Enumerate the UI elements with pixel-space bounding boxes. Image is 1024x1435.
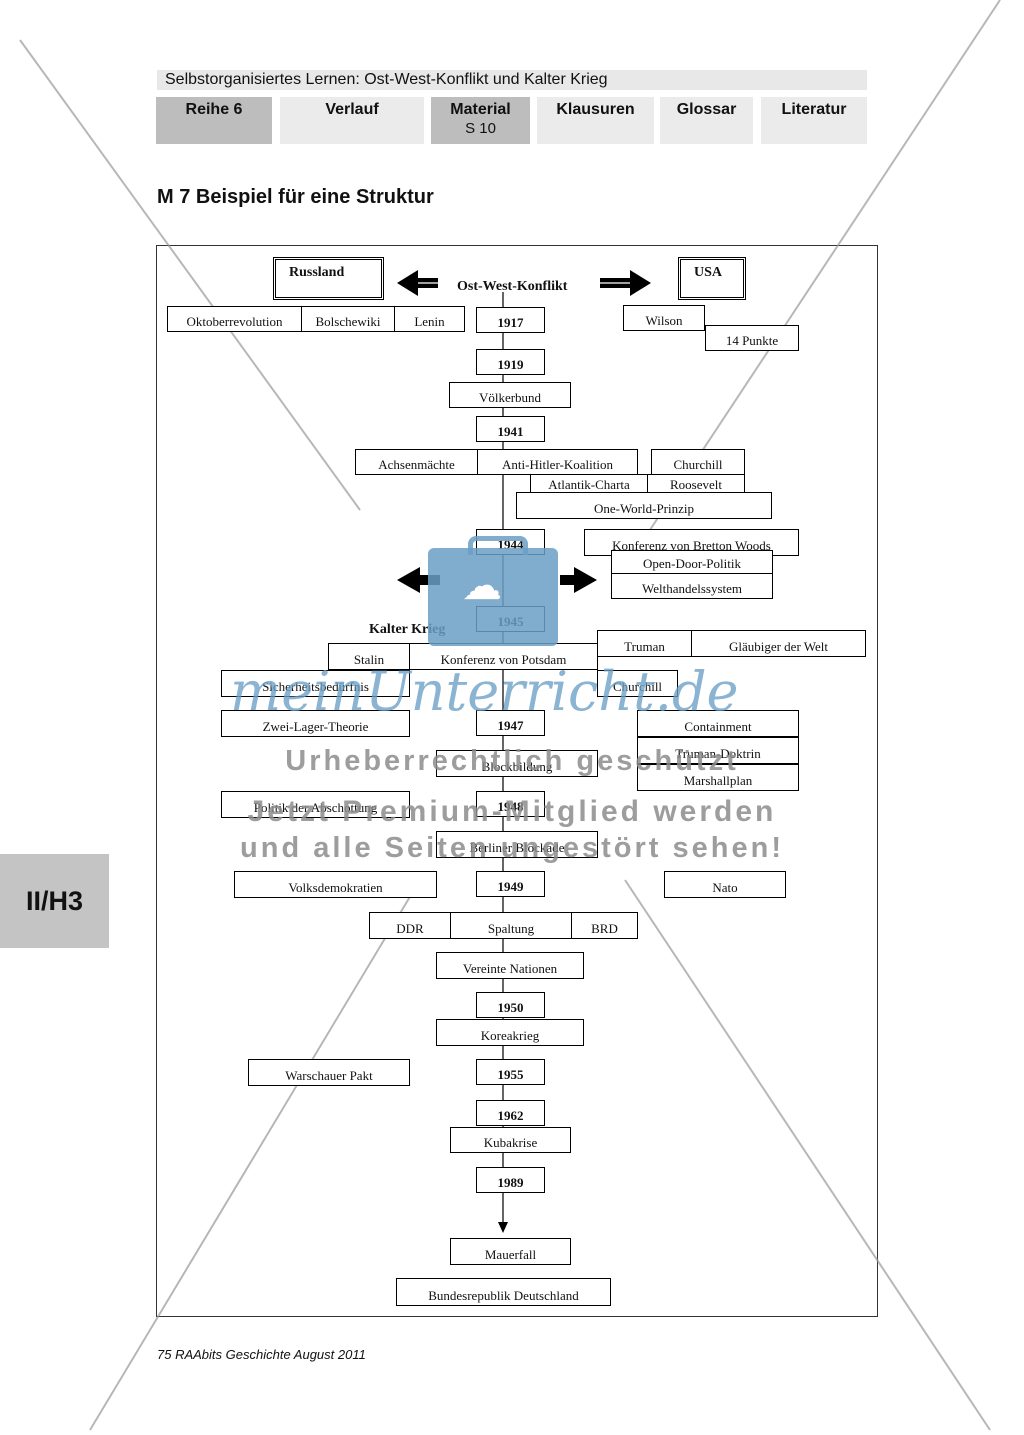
box-spaltung: Spaltung <box>450 912 572 939</box>
box-churchill-2: Churchill <box>597 670 678 697</box>
tab-literatur-label: Literatur <box>781 101 847 118</box>
box-zwei-lager-theorie: Zwei-Lager-Theorie <box>221 710 410 737</box>
box-usa: USA <box>678 257 746 300</box>
watermark-line-3: und alle Seiten ungestört sehen! <box>240 832 784 864</box>
box-year-1989: 1989 <box>476 1167 545 1193</box>
box-year-1941: 1941 <box>476 416 545 442</box>
diagram-frame <box>156 245 878 1317</box>
box-year-1955: 1955 <box>476 1059 545 1085</box>
section-tag: II/H3 <box>0 854 109 948</box>
box-stalin: Stalin <box>328 643 410 670</box>
box-roosevelt: Roosevelt <box>647 474 745 495</box>
box-lenin: Lenin <box>394 306 465 332</box>
box-achsenmaechte: Achsenmächte <box>355 449 478 475</box>
box-one-world-prinzip: One-World-Prinzip <box>516 492 772 519</box>
tab-verlauf[interactable]: Verlauf <box>280 97 424 144</box>
tab-reihe[interactable]: Reihe 6 <box>156 97 272 144</box>
box-politik-abschottung: Politik der Abschottung <box>221 791 410 818</box>
box-open-door-politik: Open-Door-Politik <box>611 550 773 574</box>
box-blockbildung: Blockbildung <box>436 750 598 777</box>
tab-klausuren[interactable]: Klausuren <box>537 97 654 144</box>
box-ddr: DDR <box>369 912 451 939</box>
box-wilson: Wilson <box>623 305 705 331</box>
box-russland: Russland <box>273 257 384 300</box>
watermark-brand: meinUnterricht.de <box>230 660 739 723</box>
tab-glossar-label: Glossar <box>676 101 737 118</box>
box-year-1948: 1948 <box>476 791 545 817</box>
watermark-cloud-icon: ☁ <box>462 564 502 608</box>
label-ost-west-konflikt: Ost-West-Konflikt <box>457 279 568 294</box>
box-year-1950: 1950 <box>476 992 545 1018</box>
box-truman: Truman <box>597 630 692 657</box>
box-vereinte-nationen: Vereinte Nationen <box>436 952 584 979</box>
tab-glossar[interactable]: Glossar <box>660 97 753 144</box>
label-kalter-krieg: Kalter Krieg <box>369 622 446 637</box>
box-atlantik-charta: Atlantik-Charta <box>530 474 648 495</box>
box-bolschewiki: Bolschewiki <box>301 306 395 332</box>
box-year-1947: 1947 <box>476 710 545 736</box>
tab-reihe-label: Reihe 6 <box>185 101 243 118</box>
box-year-1917: 1917 <box>476 307 545 333</box>
tab-material[interactable]: Material S 10 <box>431 97 530 144</box>
box-sicherheitsbeduerfnis: Sicherheitsbedürfnis <box>221 670 410 697</box>
box-containment: Containment <box>637 710 799 737</box>
watermark-line-1: Urheberrechtlich geschützt <box>285 745 739 777</box>
box-volksdemokratien: Volksdemokratien <box>234 871 437 898</box>
tab-material-page: S 10 <box>465 120 496 137</box>
box-brd: BRD <box>571 912 638 939</box>
tab-verlauf-label: Verlauf <box>325 101 379 118</box>
box-kubakrise: Kubakrise <box>450 1127 571 1153</box>
header-title: Selbstorganisiertes Lernen: Ost-West-Kon… <box>157 70 867 90</box>
watermark-briefcase-handle <box>468 536 528 555</box>
box-year-1962: 1962 <box>476 1100 545 1126</box>
box-welthandelssystem: Welthandelssystem <box>611 573 773 599</box>
box-anti-hitler-koalition: Anti-Hitler-Koalition <box>477 449 638 475</box>
tab-klausuren-label: Klausuren <box>556 101 635 118</box>
box-berliner-blockade: Berliner Blockade <box>436 831 598 858</box>
box-year-1919: 1919 <box>476 349 545 375</box>
tab-literatur[interactable]: Literatur <box>761 97 867 144</box>
box-koreakrieg: Koreakrieg <box>436 1019 584 1046</box>
box-mauerfall: Mauerfall <box>450 1238 571 1265</box>
box-churchill-1: Churchill <box>651 449 745 475</box>
box-year-1949: 1949 <box>476 871 545 897</box>
box-voelkerbund: Völkerbund <box>449 382 571 408</box>
tab-material-label: Material <box>450 101 511 118</box>
box-glaeubiger-der-welt: Gläubiger der Welt <box>691 630 866 657</box>
footer-source: 75 RAAbits Geschichte August 2011 <box>157 1347 366 1362</box>
watermark-briefcase-icon <box>428 548 558 646</box>
box-marshallplan: Marshallplan <box>637 764 799 791</box>
box-14-punkte: 14 Punkte <box>705 325 799 351</box>
box-nato: Nato <box>664 871 786 898</box>
box-konferenz-potsdam: Konferenz von Potsdam <box>409 643 598 670</box>
box-warschauer-pakt: Warschauer Pakt <box>248 1059 410 1086</box>
box-bundesrepublik: Bundesrepublik Deutschland <box>396 1278 611 1306</box>
page-heading: M 7 Beispiel für eine Struktur <box>157 186 434 208</box>
box-truman-doktrin: Truman-Doktrin <box>637 737 799 764</box>
watermark-line-2: Jetzt Premium-Mitglied werden <box>247 795 777 828</box>
box-oktoberrevolution: Oktoberrevolution <box>167 306 302 332</box>
